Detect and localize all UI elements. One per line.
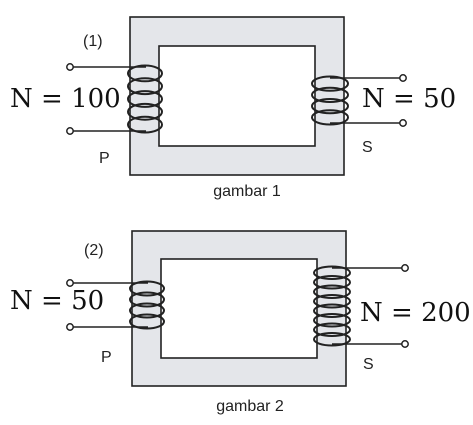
coil-turn bbox=[311, 75, 349, 92]
coil-turn bbox=[313, 332, 351, 347]
secondary-coil bbox=[311, 75, 349, 126]
coil-turn bbox=[129, 313, 165, 330]
secondary-winding bbox=[313, 264, 409, 348]
coil-turn bbox=[313, 313, 351, 328]
terminal-dot bbox=[401, 340, 409, 348]
transformer-core bbox=[131, 230, 347, 387]
terminal-dot bbox=[401, 264, 409, 272]
diagram-number: (2) bbox=[84, 242, 104, 259]
transformer-core bbox=[129, 16, 345, 176]
diagram-number: (1) bbox=[83, 33, 103, 50]
coil-turn bbox=[127, 77, 163, 96]
secondary-coil bbox=[313, 265, 351, 347]
coil-turn bbox=[311, 98, 349, 115]
primary-side-label: P bbox=[99, 150, 110, 167]
coil-turn bbox=[313, 322, 351, 337]
coil-turn bbox=[127, 102, 163, 121]
coil-turn bbox=[129, 302, 165, 319]
diagram-caption: gambar 2 bbox=[216, 398, 284, 415]
secondary-side-label: S bbox=[363, 356, 374, 373]
coil-turn bbox=[313, 294, 351, 309]
coil-turn bbox=[129, 291, 165, 308]
primary-winding bbox=[66, 279, 165, 331]
coil-turn bbox=[311, 109, 349, 126]
diagram-caption: gambar 1 bbox=[213, 183, 281, 200]
terminal-dot bbox=[399, 119, 407, 127]
transformer-diagram-1: (1) N = 100 N = 50 P S gambar 1 bbox=[10, 16, 456, 200]
primary-coil bbox=[129, 280, 165, 330]
primary-coil bbox=[127, 64, 163, 134]
secondary-turns-label: N = 50 bbox=[362, 84, 456, 114]
terminal-dot bbox=[399, 74, 407, 82]
coil-turn bbox=[127, 90, 163, 108]
primary-side-label: P bbox=[101, 349, 112, 366]
secondary-side-label: S bbox=[362, 139, 373, 156]
coil-turn bbox=[313, 265, 351, 280]
terminal-dot bbox=[66, 63, 74, 71]
transformer-diagram-2: (2) N = 50 N = 200 P S gambar 2 bbox=[10, 230, 471, 415]
secondary-winding bbox=[311, 74, 407, 127]
coil-turn bbox=[129, 280, 165, 297]
primary-winding bbox=[66, 63, 163, 135]
terminal-dot bbox=[66, 323, 74, 331]
coil-turn bbox=[127, 64, 163, 83]
primary-turns-label: N = 100 bbox=[10, 84, 121, 114]
terminal-dot bbox=[66, 127, 74, 135]
coil-turn bbox=[311, 86, 349, 103]
secondary-turns-label: N = 200 bbox=[360, 298, 471, 328]
terminal-dot bbox=[66, 279, 74, 287]
coil-turn bbox=[313, 284, 351, 299]
coil-turn bbox=[313, 275, 351, 290]
primary-turns-label: N = 50 bbox=[10, 286, 104, 316]
coil-turn bbox=[313, 303, 351, 318]
coil-turn bbox=[127, 115, 163, 134]
